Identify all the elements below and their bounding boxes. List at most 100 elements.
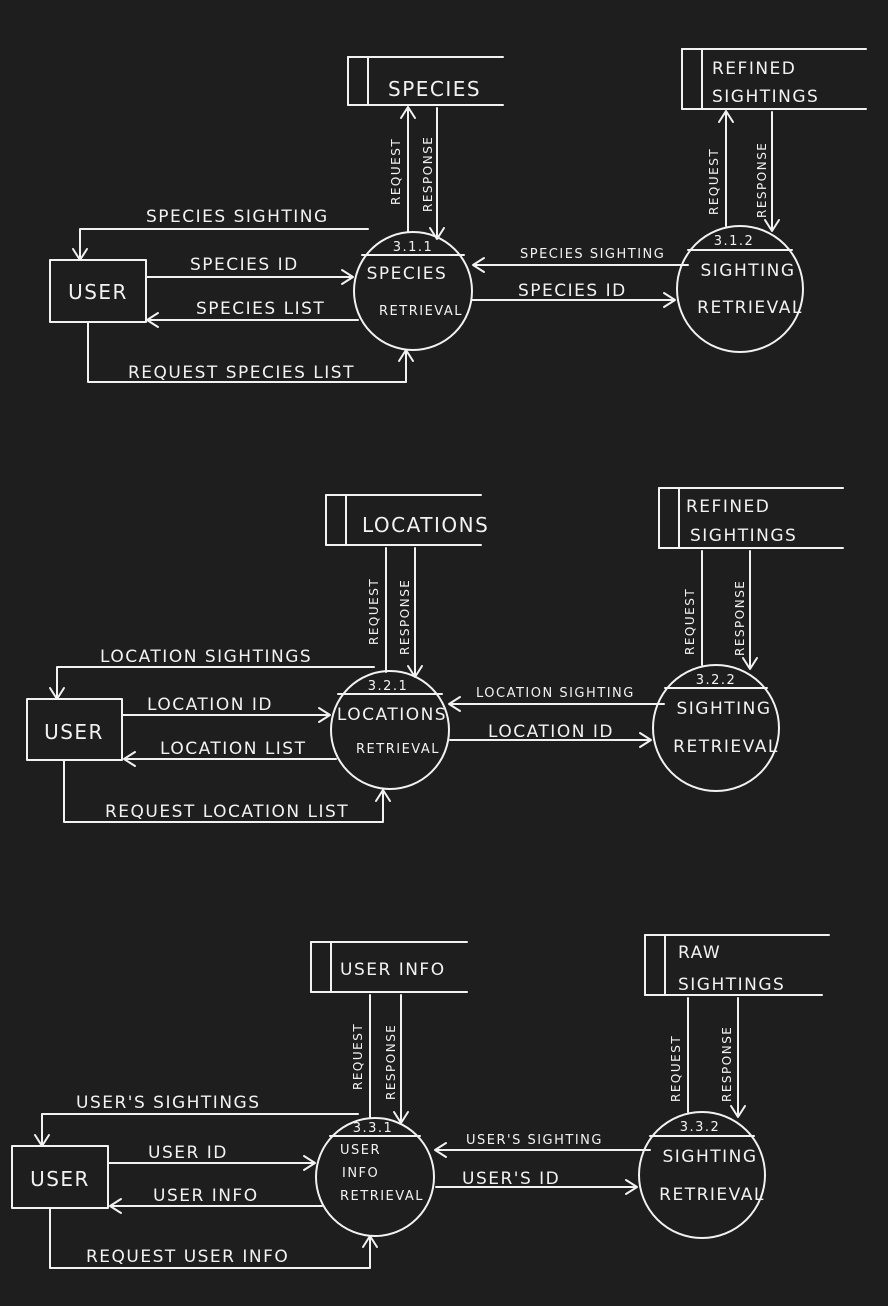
flow-species-sighting-to-user: SPECIES SIGHTING [72,207,369,261]
process-label-line1: USER [340,1143,381,1158]
flow-label: REQUEST [707,148,721,215]
flow-users-sighting-back: USER'S SIGHTING [434,1133,651,1158]
flow-request-user-info: REQUEST USER INFO [49,1207,378,1269]
data-store-refined-sightings: REFINED SIGHTINGS [681,48,867,110]
process-label-line1: LOCATIONS [337,705,447,725]
flow-label: RESPONSE [421,136,435,212]
flow-users-sightings-to-user: USER'S SIGHTINGS [34,1093,359,1147]
process-id: 3.2.2 [696,673,737,688]
flow-request-to-store: REQUEST [367,547,387,673]
flow-request-species-list: REQUEST SPECIES LIST [87,321,414,383]
flow-label: RESPONSE [733,580,747,656]
flow-label: REQUEST [389,138,403,205]
flow-users-id-forward: USER'S ID [435,1169,638,1195]
flow-label: REQUEST [351,1023,365,1090]
process-id: 3.2.1 [368,679,409,694]
data-store-refined-sightings: REFINED SIGHTINGS [658,487,844,549]
flow-response-from-store-right: RESPONSE [733,550,758,670]
flow-label: USER'S SIGHTING [466,1133,603,1148]
process-label-line2: RETRIEVAL [697,298,803,318]
data-store-user-info: USER INFO [310,941,468,993]
flow-label: USER'S SIGHTINGS [76,1093,261,1113]
data-store-label-line2: SIGHTINGS [678,975,785,995]
process-sighting-retrieval: 3.3.2 SIGHTING RETRIEVAL [638,1111,766,1239]
diagram-user-info: USER INFO RAW SIGHTINGS USER 3.3.1 USER … [11,934,830,1269]
flow-species-sighting-back: SPECIES SIGHTING [472,247,689,273]
flow-label: REQUEST [669,1035,683,1102]
user-entity-label: USER [44,720,104,744]
flow-label: REQUEST [367,578,381,645]
flow-user-id: USER ID [107,1143,316,1171]
flow-response-from-store: RESPONSE [384,994,409,1124]
flow-request-to-store-right: REQUEST [707,110,734,227]
data-store-raw-sightings: RAW SIGHTINGS [644,934,830,996]
flow-label: SPECIES SIGHTING [520,247,665,262]
flow-request-location-list: REQUEST LOCATION LIST [63,759,391,823]
flow-label: LOCATION LIST [160,739,307,759]
process-label-line1: SPECIES [367,264,448,284]
process-species-retrieval: 3.1.1 SPECIES RETRIEVAL [353,231,473,351]
flow-location-id: LOCATION ID [121,695,331,723]
user-entity: USER [49,259,147,323]
user-entity-label: USER [68,280,128,304]
data-store-label: LOCATIONS [362,513,489,537]
data-store-label-line2: SIGHTINGS [690,526,797,546]
data-store-label: USER INFO [340,960,446,980]
flow-label: USER INFO [153,1186,259,1206]
flow-location-sightings-to-user: LOCATION SIGHTINGS [49,647,375,700]
flow-label: REQUEST [683,588,697,655]
data-store-label-line1: REFINED [712,59,796,79]
process-sighting-retrieval: 3.2.2 SIGHTING RETRIEVAL [652,664,780,792]
flow-species-list: SPECIES LIST [146,299,359,328]
process-label-line3: RETRIEVAL [340,1189,424,1204]
flow-response-from-store: RESPONSE [421,107,445,240]
flow-label: REQUEST LOCATION LIST [105,802,349,822]
flow-label: RESPONSE [755,142,769,218]
process-label-line2: RETRIEVAL [659,1185,765,1205]
flow-request-to-store-right: REQUEST [683,550,703,666]
flow-label: RESPONSE [720,1026,734,1102]
flow-user-info: USER INFO [109,1186,323,1214]
user-entity: USER [26,698,123,761]
process-locations-retrieval: 3.2.1 LOCATIONS RETRIEVAL [330,670,450,790]
flow-label: SPECIES ID [190,255,299,275]
flow-response-from-store-right: RESPONSE [755,111,780,232]
process-label-line1: SIGHTING [676,699,771,719]
process-user-info-retrieval: 3.3.1 USER INFO RETRIEVAL [315,1117,435,1237]
flow-label: LOCATION SIGHTINGS [100,647,312,667]
data-store-label-line2: SIGHTINGS [712,87,819,107]
flow-label: REQUEST USER INFO [86,1247,289,1267]
flow-label: LOCATION SIGHTING [476,686,635,701]
flow-label: SPECIES ID [518,281,627,301]
flow-label: SPECIES SIGHTING [146,207,329,227]
process-id: 3.3.2 [680,1120,721,1135]
flow-label: REQUEST SPECIES LIST [128,363,355,383]
process-id: 3.1.1 [393,240,434,255]
flow-label: LOCATION ID [488,722,614,742]
flow-label: USER ID [148,1143,228,1163]
flow-label: RESPONSE [384,1024,398,1100]
flow-response-from-store: RESPONSE [398,547,423,678]
data-store-species: SPECIES [347,56,504,106]
process-id: 3.3.1 [353,1121,394,1136]
process-sighting-retrieval: 3.1.2 SIGHTING RETRIEVAL [676,225,804,353]
data-store-label: SPECIES [388,77,481,101]
user-entity-label: USER [30,1167,90,1191]
flow-species-id-forward: SPECIES ID [471,281,676,308]
flow-response-from-store-right: RESPONSE [720,997,746,1118]
diagram-species: SPECIES REFINED SIGHTINGS USER 3.1.1 SPE… [49,48,867,383]
flow-location-id-forward: LOCATION ID [449,722,652,748]
data-store-locations: LOCATIONS [325,494,489,546]
flow-request-to-store: REQUEST [389,106,416,233]
process-label-line2: RETRIEVAL [356,742,440,757]
process-label-line1: SIGHTING [662,1147,757,1167]
flow-label: RESPONSE [398,579,412,655]
diagram-locations: LOCATIONS REFINED SIGHTINGS USER 3.2.1 L… [26,487,844,823]
flow-request-to-store: REQUEST [351,994,371,1119]
process-id: 3.1.2 [714,234,755,249]
user-entity: USER [11,1145,109,1209]
process-label-line2: RETRIEVAL [673,737,779,757]
flow-request-to-store-right: REQUEST [669,997,689,1113]
flow-species-id: SPECIES ID [145,255,354,285]
